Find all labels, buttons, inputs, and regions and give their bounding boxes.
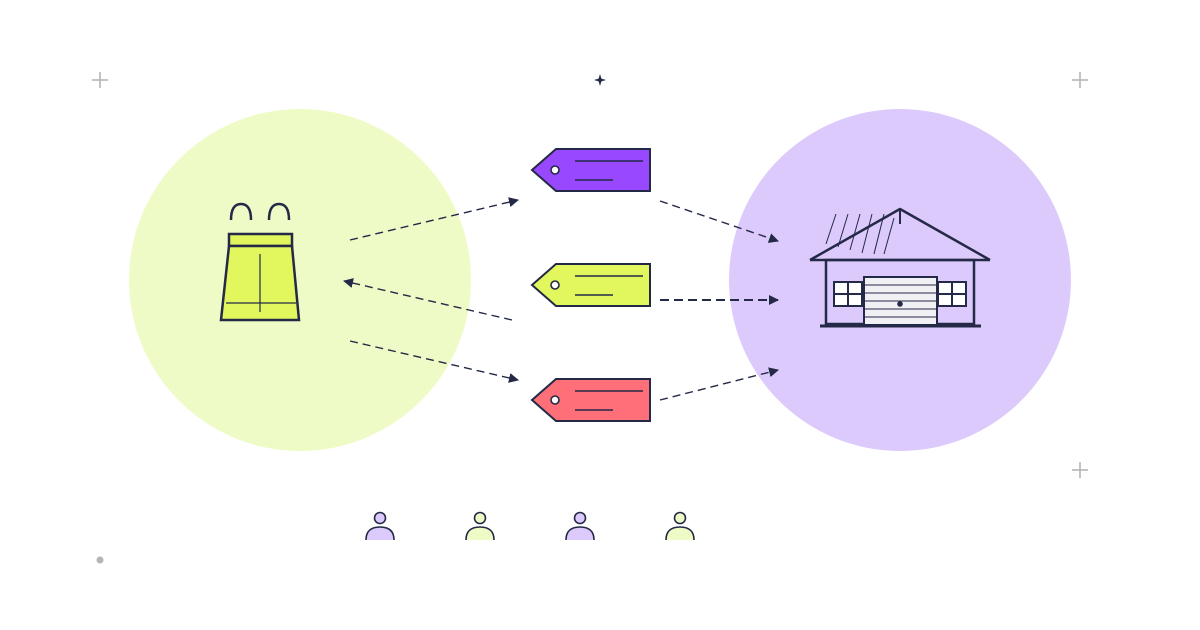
person-icon bbox=[665, 511, 695, 541]
connector-bag-to-bottom-tag bbox=[349, 340, 519, 383]
dot-bottom-left bbox=[96, 556, 104, 564]
sparkle-top-right bbox=[1072, 72, 1088, 88]
roof-hatching bbox=[825, 213, 895, 255]
connector-bag-to-top-tag bbox=[349, 197, 519, 241]
decorative-sparkles bbox=[92, 72, 1088, 564]
sparkle-top-left bbox=[92, 72, 108, 88]
window-left bbox=[833, 281, 863, 307]
shopping-bag-icon bbox=[219, 202, 301, 322]
garage-door bbox=[863, 276, 938, 326]
price-tag-icon-top bbox=[530, 148, 651, 192]
shopping-circle bbox=[129, 109, 471, 451]
sparkle-top-center bbox=[594, 74, 606, 86]
connector-middle-tag-to-bag bbox=[343, 278, 513, 321]
person-icon bbox=[365, 511, 395, 541]
people-row bbox=[365, 511, 695, 541]
sparkle-bottom-right bbox=[1072, 462, 1088, 478]
person-icon bbox=[465, 511, 495, 541]
person-icon bbox=[565, 511, 595, 541]
connector-bottom-tag-to-house bbox=[659, 367, 779, 401]
connector-top-tag-to-house bbox=[659, 200, 779, 243]
window-right bbox=[937, 281, 967, 307]
price-tag-icon-middle bbox=[530, 263, 651, 307]
price-tag-icon-bottom bbox=[530, 378, 651, 422]
house-icon bbox=[809, 207, 991, 328]
connector-lines bbox=[343, 197, 779, 401]
